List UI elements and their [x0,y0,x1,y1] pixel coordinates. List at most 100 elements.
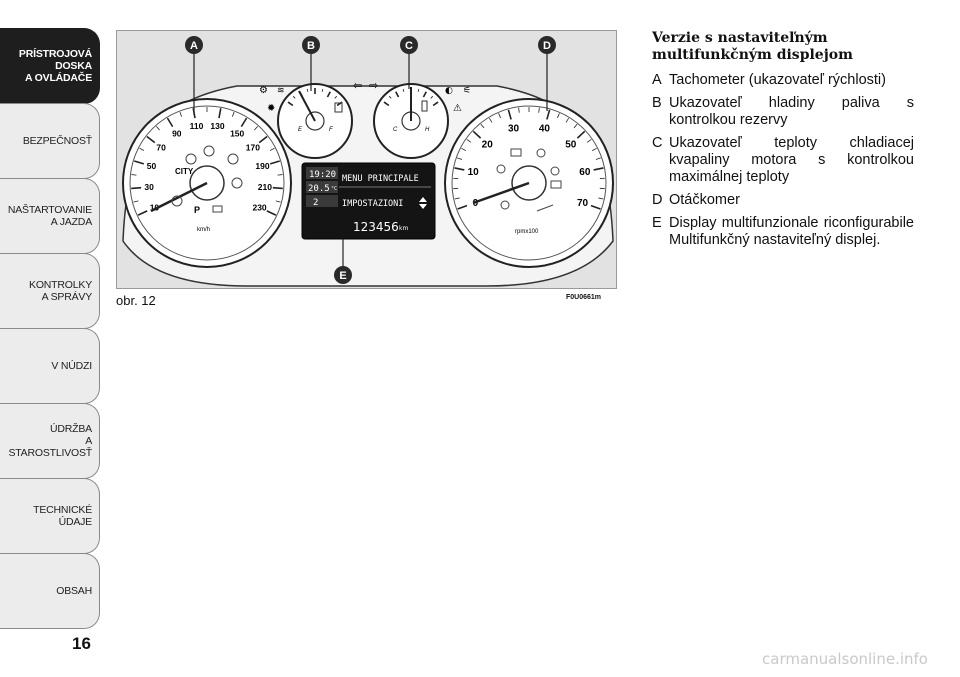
tachometer-tick [507,109,512,120]
speedometer-tick [133,200,139,203]
charging-icon [550,180,562,189]
tab-technicke-udaje[interactable]: TECHNICKÉ ÚDAJE [0,478,100,554]
temp-gauge-tick [422,91,427,98]
city-mode-label: CITY [175,167,194,176]
fuel-full-label: F [329,127,333,133]
park-sensor-icon: P [194,205,200,215]
tachometer-tick-label: 0 [473,198,479,209]
speedometer-tick [277,174,283,176]
tab-obsah[interactable]: OBSAH [0,553,100,629]
speedometer-tick-label: 230 [252,202,266,212]
speedometer-tick [269,147,275,151]
list-item-text: Ukazovateľ teploty chladiacej kvapaliny … [669,135,914,185]
light-bulb-icon: ✹ [267,103,275,114]
rear-fog-icon: ⚟ [463,86,471,96]
turn-left-icon: ⇦ [353,79,362,92]
cruise-icon [185,153,197,165]
list-item: B Ukazovateľ hladiny paliva s kontrolkou… [652,95,914,129]
speedometer-tick [258,135,268,144]
callout-b-badge [302,36,320,54]
tab-label: PRÍSTROJOVÁ DOSKA A OVLÁDAČE [18,48,92,84]
speedometer-tick [146,135,156,144]
dipped-beam-icon: ◐ [445,86,453,96]
airbag-icon [550,166,560,176]
speedometer-tick [275,200,281,203]
callout-c-label: C [405,40,413,52]
tachometer-tick [598,197,604,200]
tachometer-tick-label: 40 [539,124,551,135]
tachometer-tick [590,204,601,210]
display-temperature-unit: °C [331,186,337,192]
speedometer-tick-label: 30 [144,182,154,192]
tachometer-tick-label: 30 [508,124,520,135]
tachometer-tick [591,147,597,151]
speedometer-tick [266,210,277,216]
callout-c-badge [400,36,418,54]
oil-pressure-icon [536,204,554,212]
display-temperature: 20.5 [308,184,330,194]
tachometer-tick [454,197,460,200]
tab-pristrojova-doska[interactable]: PRÍSTROJOVÁ DOSKA A OVLÁDAČE [0,28,100,104]
tachometer-inner-ring [451,105,607,261]
display-gear-cell [306,195,338,207]
figure-code: F0U0661m [566,294,602,301]
tab-label: OBSAH [56,585,92,597]
callout-d-label: D [543,40,551,52]
display-down-arrow-icon [419,204,427,209]
callout-a-badge [185,36,203,54]
immobilizer-icon [500,200,510,210]
temp-hot-label: H [425,127,430,133]
fuel-gauge-tick [287,101,294,107]
display-menu-title: MENU PRINCIPALE [342,174,419,184]
tachometer-tick [565,117,569,123]
tab-bezpecnost[interactable]: BEZPEČNOSŤ [0,103,100,179]
tachometer-needle [472,181,530,205]
speedometer-tick-label: 190 [255,161,269,171]
display-temp-cell [306,181,338,193]
hazard-icon: ⚠ [453,103,462,114]
thermometer-icon [421,100,428,112]
display-menu-item: IMPOSTAZIONI [342,199,403,209]
speed-unit-label: km/h [197,227,210,233]
fuel-gauge-tick [306,88,309,92]
tachometer-tick [454,167,465,171]
callout-b-label: B [307,40,315,52]
callout-badges: A B C D E [185,36,556,284]
door-icon [212,205,223,213]
tab-v-nudzi[interactable]: V NÚDZI [0,328,100,404]
speedometer-tick [231,111,235,117]
speedometer-tick [137,210,148,216]
steering-icon [171,195,183,207]
speedometer-tick [134,160,145,165]
list-item-key: C [652,135,663,151]
tachometer-tick [546,109,551,120]
list-item: A Tachometer (ukazovateľ rýchlosti) [652,72,914,89]
tachometer-tick [557,113,560,119]
temp-cold-label: C [393,127,398,133]
tab-kontrolky[interactable]: KONTROLKY A SPRÁVY [0,253,100,329]
rpm-unit-label: rpmx100 [515,229,539,235]
abs-icon [231,177,243,189]
tab-label: ÚDRŽBA A STAROSTLIVOSŤ [8,423,92,459]
tachometer-tick [518,107,520,113]
list-item-key: B [652,95,662,111]
temp-gauge-tick [432,101,439,107]
fuel-pump-icon [334,102,343,113]
temp-gauge-tick [417,88,420,92]
tachometer-tick [593,167,604,171]
top-indicator-icons: ⚙ ≋ ✹ ⇦ ⇨ ◐ ⚟ ⚠ [259,79,471,114]
tab-udrzba[interactable]: ÚDRŽBA A STAROSTLIVOSŤ [0,403,100,479]
speedometer-tick [166,117,174,128]
speedometer-tick-label: 70 [156,142,166,152]
fuel-gauge-needle [298,90,316,122]
speedometer-tick-label: 90 [172,128,182,138]
seatbelt-icon [536,148,546,158]
tachometer-tick [498,113,501,119]
tachometer-tick [538,107,540,113]
tachometer-tick-label: 60 [579,167,591,178]
list-item: D Otáčkomer [652,192,914,209]
tab-nastartovanie[interactable]: NAŠTARTOVANIE A JAZDA [0,178,100,254]
tachometer-tick-label: 20 [482,140,494,151]
